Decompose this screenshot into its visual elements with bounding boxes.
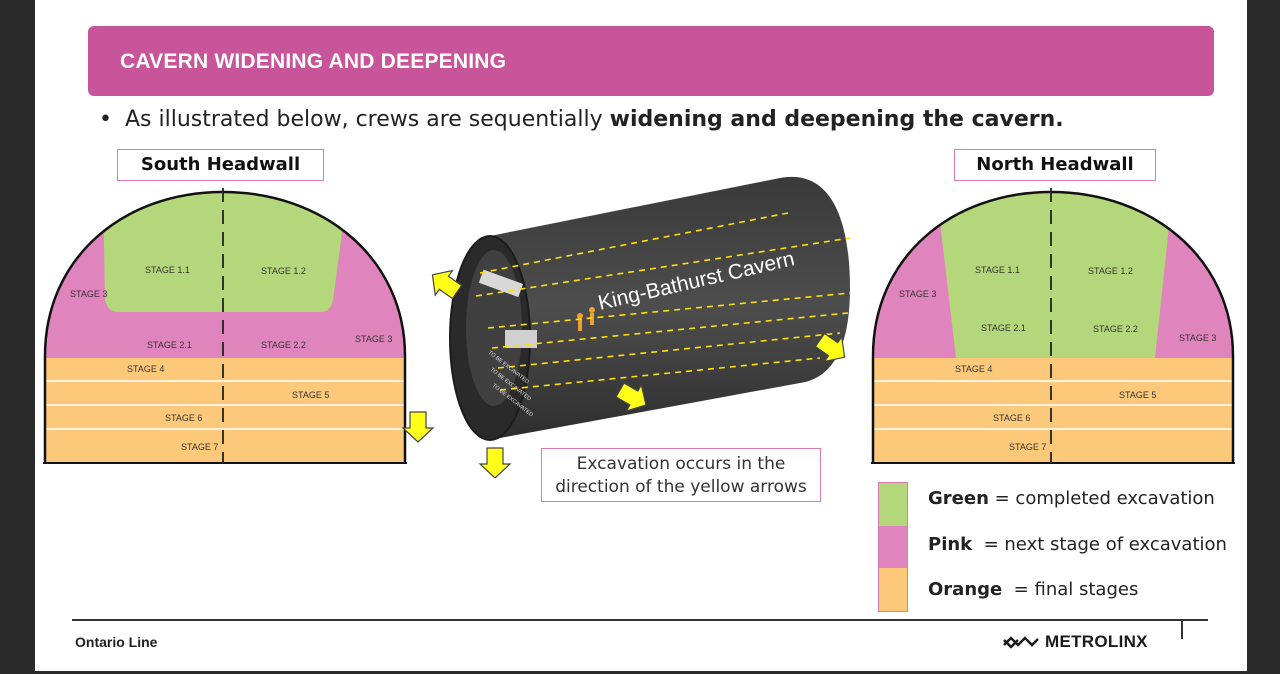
title-banner: CAVERN WIDENING AND DEEPENING <box>88 26 1214 96</box>
bullet-bold: widening and deepening the cavern. <box>609 107 1064 132</box>
north-stage-3-left: STAGE 3 <box>899 289 936 299</box>
south-stage-1-2: STAGE 1.2 <box>261 266 306 276</box>
bullet-prefix: As illustrated below, crews are sequenti… <box>125 107 610 132</box>
legend-orange-word: Orange <box>928 579 1003 600</box>
bullet-text: • As illustrated below, crews are sequent… <box>99 107 1064 132</box>
north-stage-2-2: STAGE 2.2 <box>1093 324 1138 334</box>
north-stage-6: STAGE 6 <box>993 413 1030 423</box>
south-stage-2-2: STAGE 2.2 <box>261 340 306 350</box>
footer-tick <box>1181 621 1183 639</box>
legend-pink-desc: = next stage of excavation <box>972 534 1227 555</box>
arrow-down-icon <box>401 411 435 443</box>
footer-project-name: Ontario Line <box>75 634 158 650</box>
arrow-up-left-icon <box>431 269 463 300</box>
legend-pink: Pink = next stage of excavation <box>928 534 1227 555</box>
north-stage-1-2: STAGE 1.2 <box>1088 266 1133 276</box>
south-stage-6: STAGE 6 <box>165 413 202 423</box>
legend-green-desc: = completed excavation <box>988 488 1215 509</box>
south-headwall-label: South Headwall <box>117 149 324 181</box>
slide-title: CAVERN WIDENING AND DEEPENING <box>120 50 507 73</box>
cavern-illustration: TO BE EXCAVATED TO BE EXCAVATED TO BE EX… <box>401 176 851 478</box>
slide: CAVERN WIDENING AND DEEPENING • As illust… <box>35 0 1247 671</box>
worker-icon <box>589 307 595 313</box>
metrolinx-logo-icon <box>1003 636 1039 649</box>
south-stage-4: STAGE 4 <box>127 364 164 374</box>
south-stage-3-left: STAGE 3 <box>70 289 107 299</box>
footer-brand: METROLINX <box>1003 632 1148 652</box>
arrow-down-icon <box>478 447 512 478</box>
south-headwall-diagram: STAGE 1.1 STAGE 1.2 STAGE 3 STAGE 2.1 ST… <box>43 188 407 464</box>
footer-divider <box>72 619 1208 621</box>
bullet-dot: • <box>99 107 112 132</box>
arrow-down-right-icon <box>615 382 647 413</box>
legend-orange-swatch <box>879 568 907 611</box>
arrow-callout: Excavation occurs in the direction of th… <box>541 448 821 502</box>
north-stage-2-1: STAGE 2.1 <box>981 323 1026 333</box>
legend-color-bar <box>878 482 908 612</box>
north-stage-1-1: STAGE 1.1 <box>975 265 1020 275</box>
south-stage-2-1: STAGE 2.1 <box>147 340 192 350</box>
legend-green-swatch <box>879 483 907 526</box>
legend-green-word: Green <box>928 488 989 509</box>
north-stage-7: STAGE 7 <box>1009 442 1046 452</box>
arrow-right-icon <box>814 332 846 363</box>
south-stage-7: STAGE 7 <box>181 442 218 452</box>
legend-pink-swatch <box>879 525 907 569</box>
north-stage-4: STAGE 4 <box>955 364 992 374</box>
callout-line-1: Excavation occurs in the <box>576 454 786 474</box>
south-stage-1-1: STAGE 1.1 <box>145 265 190 275</box>
south-stage-3-right: STAGE 3 <box>355 334 392 344</box>
legend-orange-desc: = final stages <box>1002 579 1139 600</box>
legend-pink-word: Pink <box>928 534 973 555</box>
north-stage-3-right: STAGE 3 <box>1179 333 1216 343</box>
worker-icon <box>577 313 583 319</box>
south-stage-5: STAGE 5 <box>292 390 329 400</box>
north-headwall-diagram: STAGE 1.1 STAGE 1.2 STAGE 3 STAGE 2.1 ST… <box>871 188 1235 464</box>
loader-machine-icon <box>505 330 537 348</box>
legend-orange: Orange = final stages <box>928 579 1138 600</box>
legend-green: Green = completed excavation <box>928 488 1215 509</box>
brand-name: METROLINX <box>1045 632 1148 651</box>
north-stage-5: STAGE 5 <box>1119 390 1156 400</box>
north-headwall-label: North Headwall <box>954 149 1156 181</box>
callout-line-2: direction of the yellow arrows <box>555 477 807 497</box>
